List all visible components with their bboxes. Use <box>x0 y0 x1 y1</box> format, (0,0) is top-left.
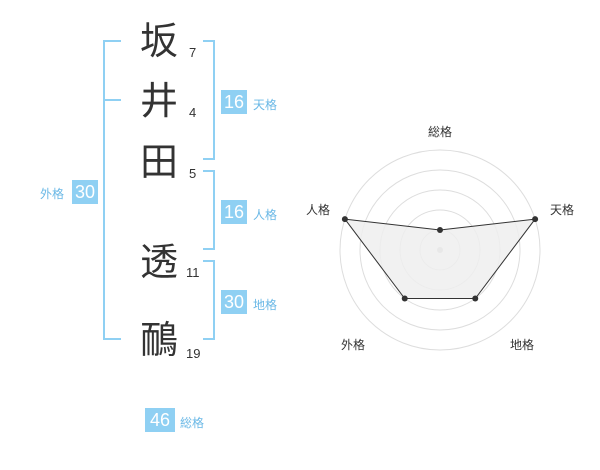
radar-ring <box>339 149 541 351</box>
radar-label-chikaku: 地格 <box>510 338 535 352</box>
radar-label-soukaku: 総格 <box>428 125 453 139</box>
soukaku-label: 総格 <box>180 416 205 430</box>
radar-point-2 <box>532 216 539 223</box>
gaikaku-label: 外格 <box>40 187 65 201</box>
radar-point-1 <box>437 227 443 233</box>
radar-ring <box>359 169 521 331</box>
jinkaku-value: 16 <box>221 200 247 224</box>
stroke-count-5: 19 <box>186 346 201 361</box>
tenkaku-label: 天格 <box>253 98 278 112</box>
tenkaku-bracket <box>203 40 215 160</box>
gaikaku-value: 30 <box>72 180 98 204</box>
stroke-count-1: 7 <box>189 45 197 60</box>
soukaku-value: 46 <box>145 408 175 432</box>
radar-points <box>341 216 539 302</box>
name-char-1: 坂 <box>140 19 179 63</box>
radar-point-5 <box>341 216 348 223</box>
name-char-5: 鴯 <box>140 318 179 362</box>
stroke-count-3: 5 <box>189 166 197 181</box>
jinkaku-label: 人格 <box>253 208 278 222</box>
tenkaku-value: 16 <box>221 90 247 114</box>
gaikaku-bracket-divider <box>103 99 121 101</box>
radar-label-gaikaku: 外格 <box>341 338 366 352</box>
radar-point-3 <box>472 295 479 302</box>
chikaku-value: 30 <box>221 290 247 314</box>
chikaku-bracket <box>203 260 215 340</box>
radar-label-tenkaku: 天格 <box>550 203 575 217</box>
radar-label-jinkaku: 人格 <box>306 203 331 217</box>
name-char-4: 透 <box>140 240 179 284</box>
radar-area <box>343 218 537 299</box>
name-char-3: 田 <box>140 140 179 184</box>
chikaku-label: 地格 <box>253 298 278 312</box>
radar-point-4 <box>401 295 408 302</box>
name-char-2: 井 <box>140 79 179 123</box>
stroke-count-4: 11 <box>186 265 200 280</box>
jinkaku-bracket <box>203 170 215 250</box>
gaikaku-bracket <box>103 40 121 340</box>
stroke-count-2: 4 <box>189 105 197 120</box>
